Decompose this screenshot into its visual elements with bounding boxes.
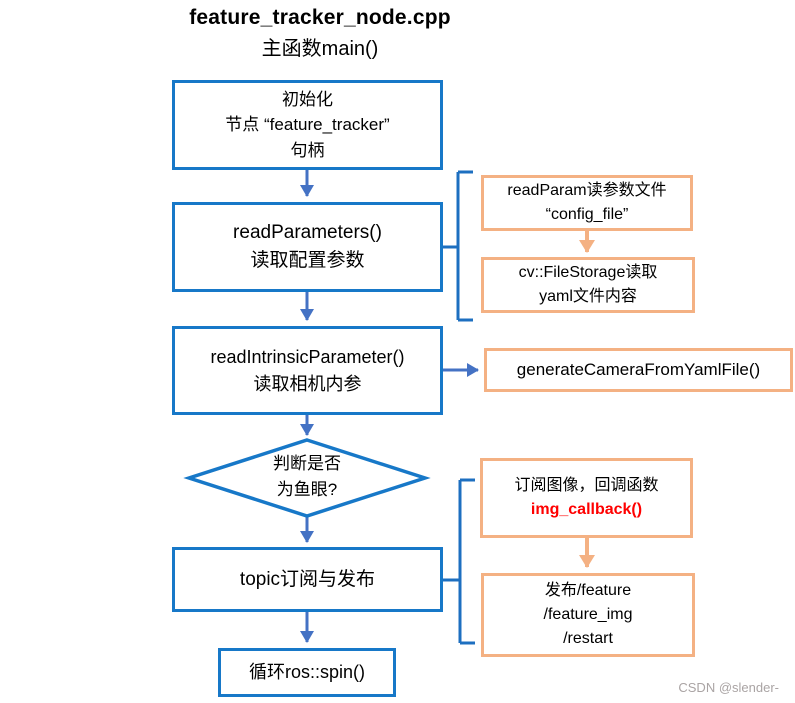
flow-node-read-parameters-line: readParameters() bbox=[233, 222, 382, 244]
side-node-publish-line: 发布/feature bbox=[544, 582, 632, 599]
flow-node-read-intrinsic: readIntrinsicParameter() 读取相机内参 bbox=[172, 326, 443, 415]
flow-node-spin-line: 循环ros::spin() bbox=[248, 662, 365, 683]
flow-node-init-line: 初始化 bbox=[282, 89, 333, 109]
flow-node-spin: 循环ros::spin() bbox=[218, 648, 396, 697]
side-node-generate-camera: generateCameraFromYamlFile() bbox=[484, 348, 793, 392]
flow-node-decision-line: 为鱼眼? bbox=[276, 480, 338, 500]
side-node-publish-line: /feature_img bbox=[543, 606, 633, 623]
flow-node-read-intrinsic-line: 读取相机内参 bbox=[253, 373, 362, 394]
bracket-topic-detail bbox=[443, 478, 475, 645]
side-node-subscribe-line: 订阅图像，回调函数 bbox=[514, 477, 659, 494]
flow-node-decision-line: 判断是否 bbox=[273, 454, 341, 473]
bracket-readparameters-detail bbox=[443, 170, 473, 322]
side-node-read-param-line: readParam读参数文件 bbox=[507, 182, 667, 199]
flow-node-topic: topic订阅与发布 bbox=[172, 547, 443, 612]
page-subtitle: 主函数main() bbox=[261, 38, 379, 60]
flow-node-read-parameters-line: 读取配置参数 bbox=[250, 250, 365, 271]
side-node-publish: 发布/feature /feature_img /restart bbox=[481, 573, 695, 657]
page-title: feature_tracker_node.cpp bbox=[189, 6, 451, 29]
side-node-read-param: readParam读参数文件 “config_file” bbox=[481, 175, 693, 231]
flow-node-init: 初始化 节点 “feature_tracker” 句柄 bbox=[172, 80, 443, 170]
header: feature_tracker_node.cpp 主函数main() bbox=[0, 6, 640, 61]
flow-node-read-parameters: readParameters() 读取配置参数 bbox=[172, 202, 443, 292]
side-node-file-storage-line: cv::FileStorage读取 bbox=[518, 264, 658, 281]
flow-node-topic-line: topic订阅与发布 bbox=[239, 568, 376, 590]
side-node-read-param-line: “config_file” bbox=[545, 206, 629, 223]
decision-diamond-shape bbox=[183, 438, 431, 518]
side-node-generate-camera-line: generateCameraFromYamlFile() bbox=[516, 360, 761, 379]
flow-node-init-line: 句柄 bbox=[290, 140, 325, 160]
flow-node-read-intrinsic-line: readIntrinsicParameter() bbox=[210, 347, 405, 368]
side-node-file-storage: cv::FileStorage读取 yaml文件内容 bbox=[481, 257, 695, 313]
side-node-publish-line: /restart bbox=[563, 630, 613, 647]
side-node-subscribe-callback: img_callback() bbox=[530, 501, 643, 518]
side-node-subscribe: 订阅图像，回调函数 img_callback() bbox=[480, 458, 693, 538]
watermark: CSDN @slender- bbox=[678, 680, 779, 695]
flow-node-decision-label: 判断是否 为鱼眼? bbox=[232, 451, 382, 504]
flow-node-init-line: 节点 “feature_tracker” bbox=[225, 115, 390, 135]
side-node-file-storage-line: yaml文件内容 bbox=[539, 288, 637, 305]
